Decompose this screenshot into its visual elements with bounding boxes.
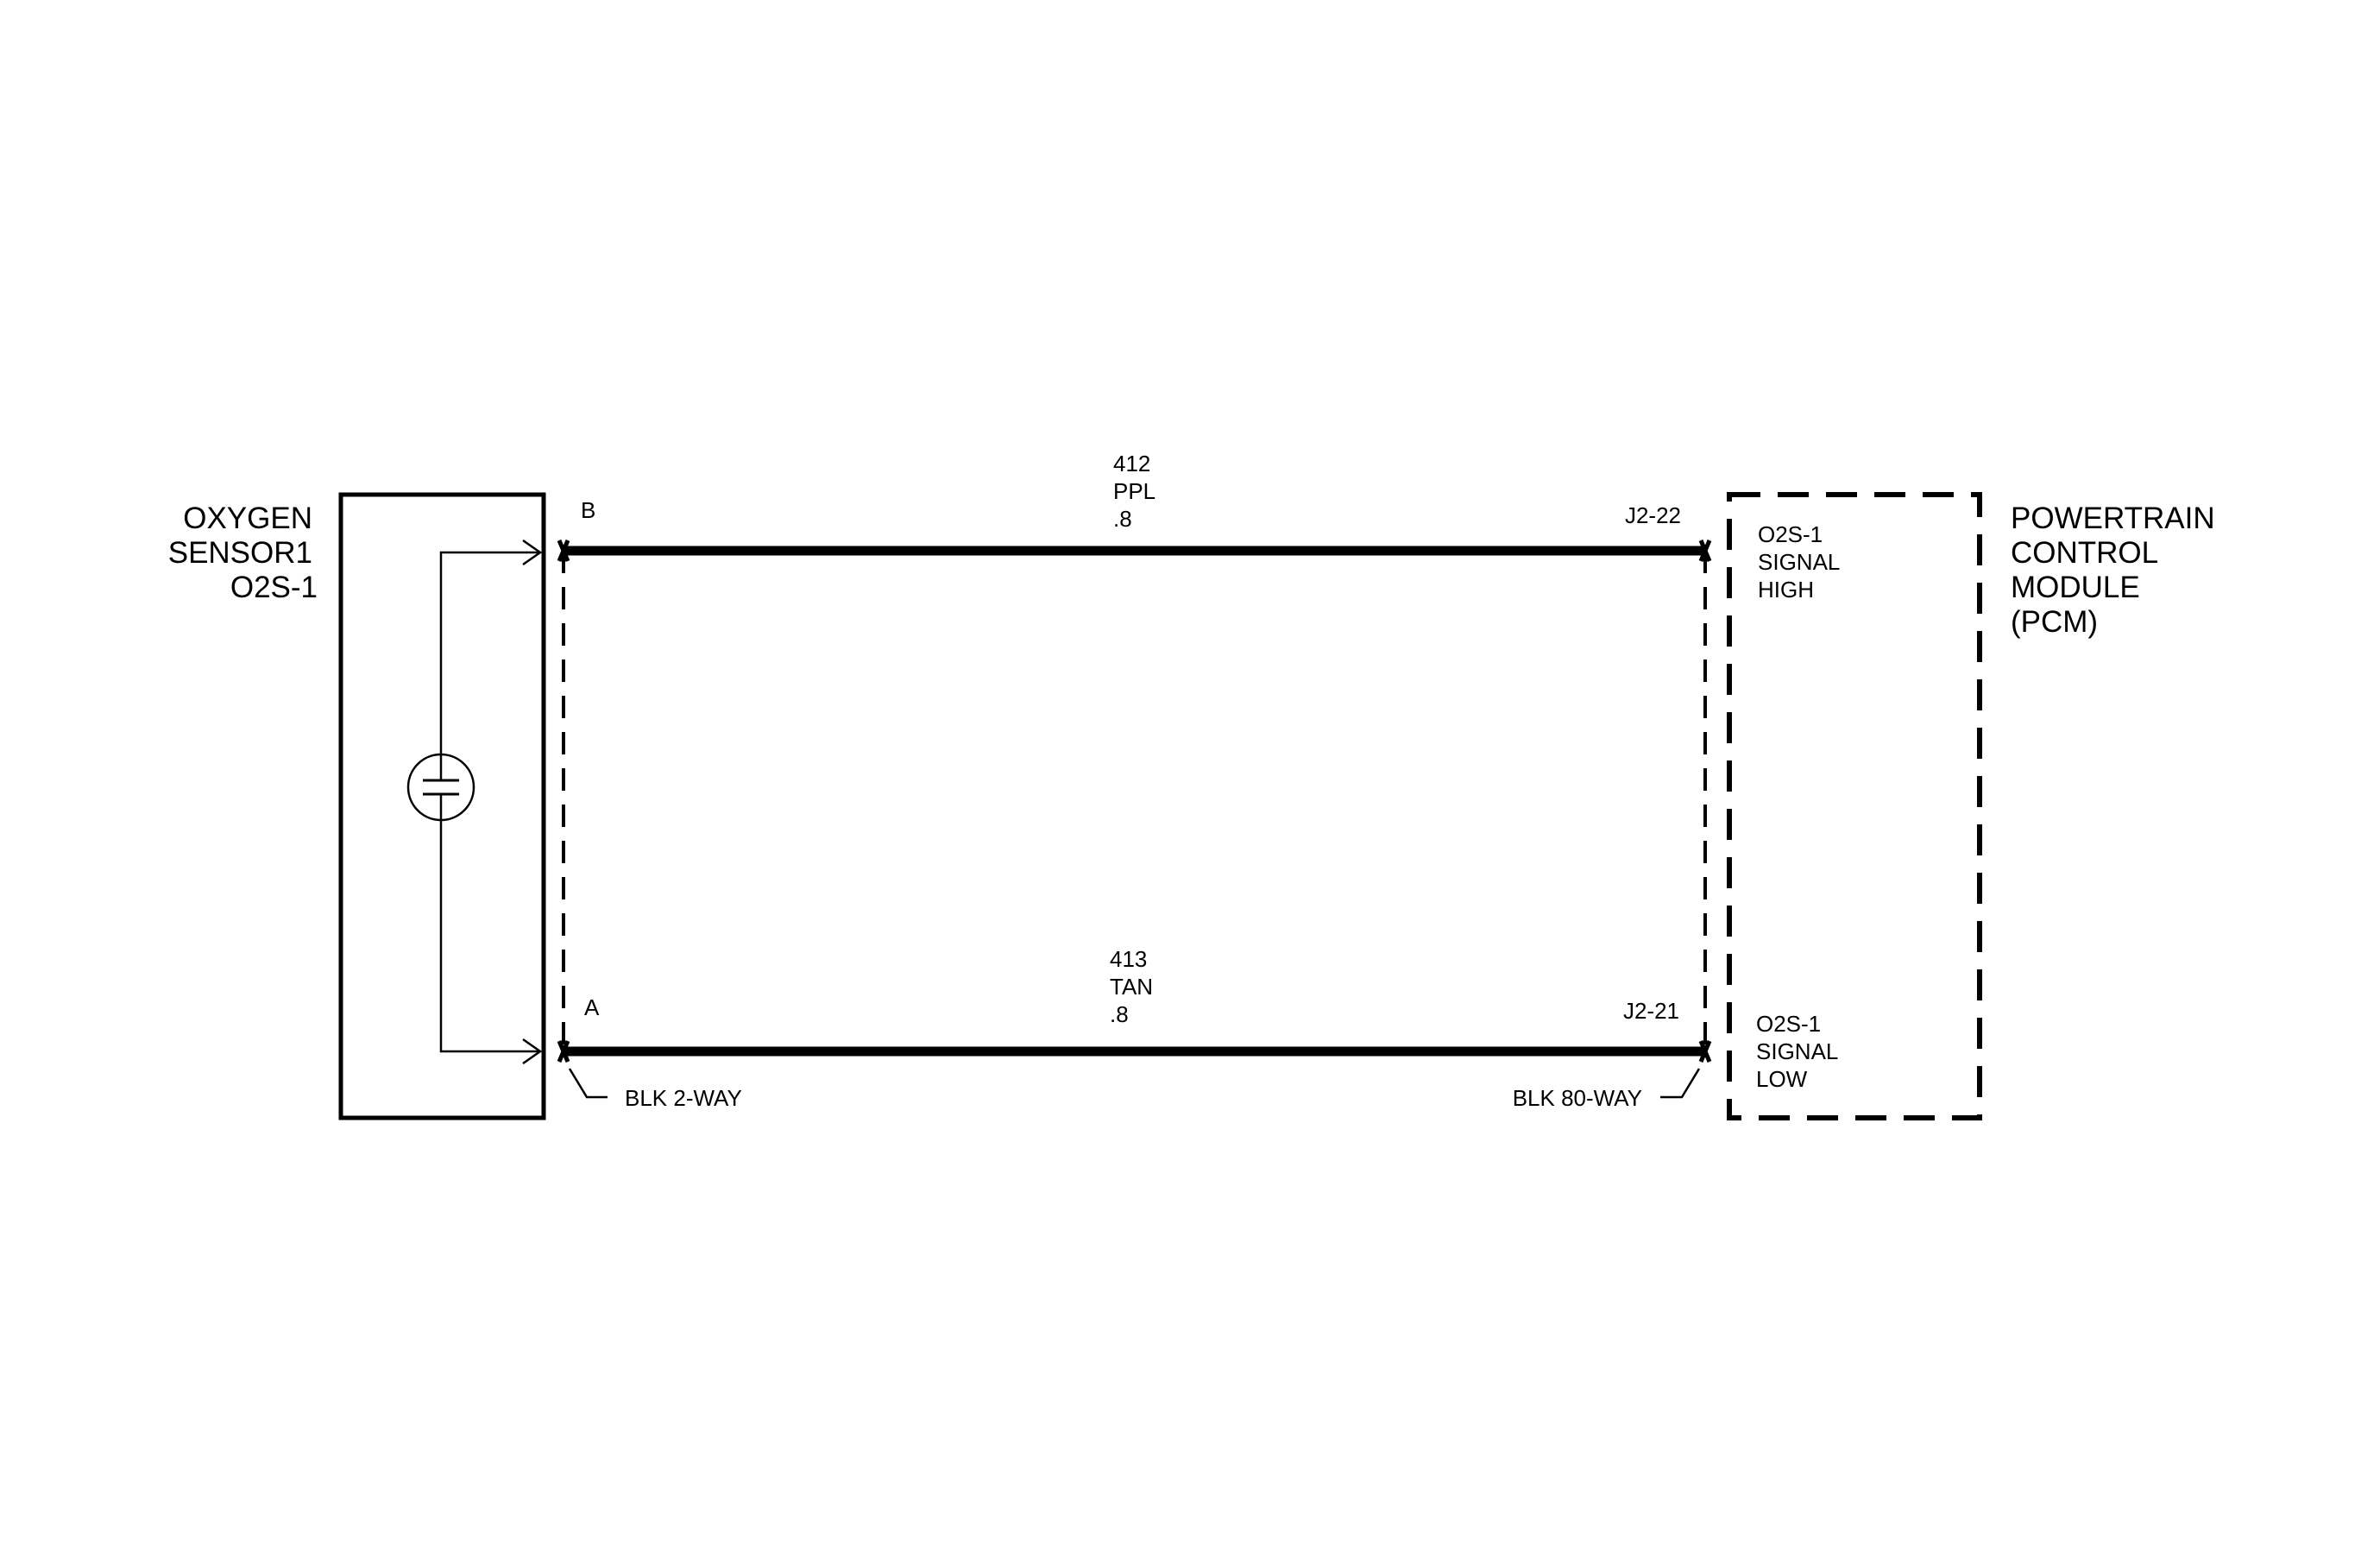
wire-412-gauge: .8 bbox=[1113, 506, 1132, 532]
sensor-pin-b: B bbox=[581, 497, 595, 523]
sensor-internal-circuit bbox=[406, 539, 543, 1065]
signal-low-line-3: LOW bbox=[1756, 1066, 1808, 1092]
arrow-top-icon bbox=[522, 539, 543, 566]
pcm-name-line-1: POWERTRAIN bbox=[2011, 502, 2215, 535]
sensor-connector-leader bbox=[568, 1068, 608, 1099]
terminal-a-icon bbox=[557, 1040, 570, 1063]
signal-high-line-3: HIGH bbox=[1758, 577, 1814, 603]
pcm-signal-low-label: O2S-1 SIGNAL LOW bbox=[1756, 1011, 1838, 1092]
terminal-b-icon bbox=[557, 540, 570, 562]
wire-413-color: TAN bbox=[1110, 974, 1153, 1000]
signal-low-line-2: SIGNAL bbox=[1756, 1038, 1838, 1064]
wire-413-gauge: .8 bbox=[1110, 1001, 1129, 1027]
signal-high-line-1: O2S-1 bbox=[1758, 521, 1823, 547]
pcm-signal-high-label: O2S-1 SIGNAL HIGH bbox=[1758, 521, 1840, 603]
sensor-name-line-1: OXYGEN bbox=[183, 502, 312, 535]
module-pin-j2-22: J2-22 bbox=[1625, 502, 1681, 528]
oxygen-sensor-box bbox=[338, 492, 546, 1120]
signal-low-line-1: O2S-1 bbox=[1756, 1011, 1821, 1037]
sensor-name-line-2: SENSOR1 bbox=[168, 536, 312, 570]
wire-413-circuit: 413 bbox=[1110, 946, 1147, 972]
sensor-label: OXYGEN SENSOR1 O2S-1 bbox=[168, 502, 318, 604]
pcm-name-line-2: CONTROL bbox=[2011, 536, 2158, 570]
wire-413: 413 TAN .8 A J2-21 bbox=[557, 946, 1712, 1063]
terminal-j2-21-icon bbox=[1698, 1040, 1712, 1063]
module-connector-label: BLK 80-WAY bbox=[1513, 1085, 1642, 1111]
wire-412-color: PPL bbox=[1113, 478, 1155, 504]
module-connector-leader bbox=[1660, 1068, 1701, 1099]
sensor-connector-label: BLK 2-WAY bbox=[625, 1085, 742, 1111]
sensor-pin-a: A bbox=[584, 994, 600, 1020]
pcm-box bbox=[1727, 492, 1982, 1120]
arrow-bottom-icon bbox=[522, 1038, 543, 1065]
module-pin-j2-21: J2-21 bbox=[1623, 998, 1679, 1024]
connector-labels: BLK 2-WAY BLK 80-WAY bbox=[568, 1068, 1701, 1111]
pcm-name-line-4: (PCM) bbox=[2011, 605, 2098, 639]
pcm-label: POWERTRAIN CONTROL MODULE (PCM) bbox=[2011, 502, 2215, 639]
wire-412: 412 PPL .8 B J2-22 bbox=[557, 451, 1712, 562]
terminal-j2-22-icon bbox=[1698, 540, 1712, 562]
sensor-name-line-3: O2S-1 bbox=[230, 571, 318, 604]
wire-412-circuit: 412 bbox=[1113, 451, 1150, 476]
pcm-name-line-3: MODULE bbox=[2011, 571, 2140, 604]
signal-high-line-2: SIGNAL bbox=[1758, 549, 1840, 575]
